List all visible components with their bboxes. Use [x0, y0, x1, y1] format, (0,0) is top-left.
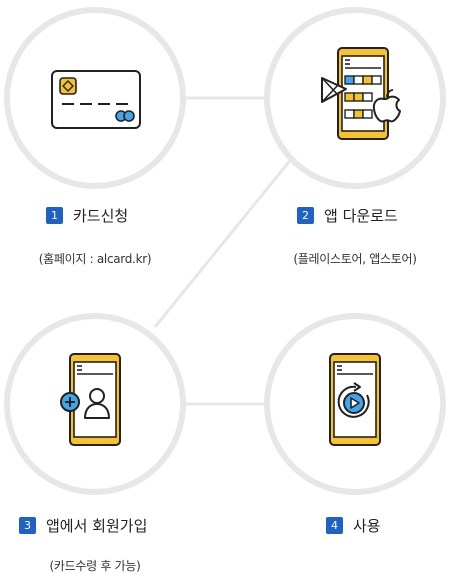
step-title-text: 사용 — [353, 517, 381, 535]
step-title-text: 앱에서 회원가입 — [46, 517, 148, 535]
step-2-circle — [264, 7, 446, 189]
step-3-subtitle: (카드수령 후 가능) — [49, 559, 141, 573]
step-1-circle — [4, 7, 186, 189]
step-title-text: 카드신청 — [73, 207, 129, 225]
step-number-badge: 4 — [326, 517, 343, 534]
step-3-title: 3 앱에서 회원가입 — [19, 515, 147, 536]
step-3-circle — [4, 313, 186, 495]
step-number-badge: 1 — [46, 207, 63, 224]
step-title-text: 앱 다운로드 — [324, 207, 398, 225]
step-number-badge: 3 — [19, 517, 36, 534]
credit-card-icon — [51, 70, 141, 129]
step-2-subtitle: (플레이스토어, 앱스토어) — [293, 252, 417, 266]
add-user-phone-icon — [60, 353, 121, 446]
play-phone-icon — [329, 353, 381, 446]
step-2-title: 2 앱 다운로드 — [297, 205, 398, 226]
step-1-subtitle: (홈페이지 : alcard.kr) — [38, 252, 152, 266]
step-1-title: 1 카드신청 — [46, 205, 128, 226]
step-number-badge: 2 — [297, 207, 314, 224]
step-4-title: 4 사용 — [326, 515, 381, 536]
app-store-phone-icon — [321, 47, 401, 140]
step-4-circle — [264, 313, 446, 495]
